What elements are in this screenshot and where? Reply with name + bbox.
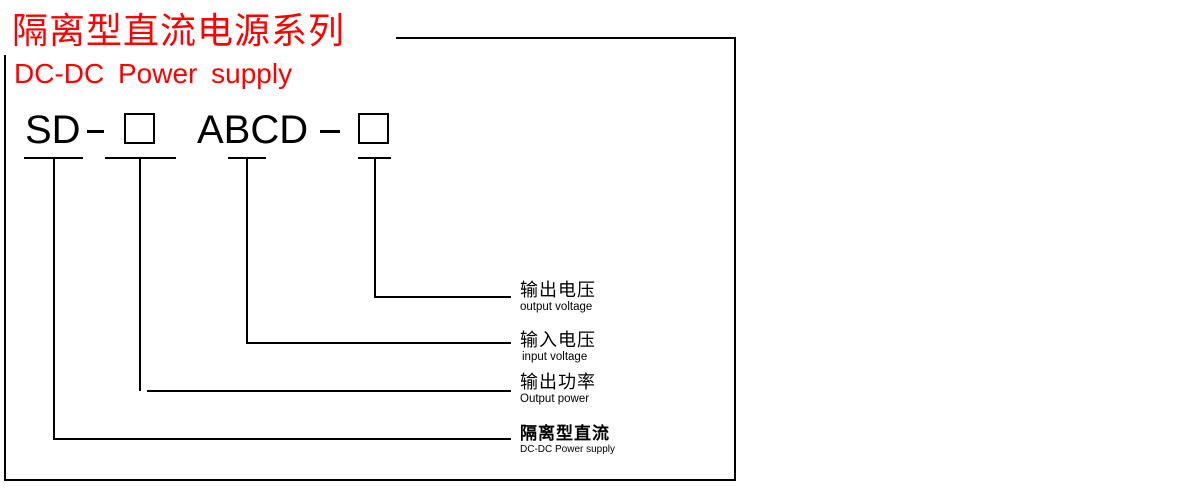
leader-power-h: [147, 390, 511, 392]
power-placeholder-box: [124, 113, 155, 144]
frame-right: [734, 37, 736, 481]
label-cn: 输出电压: [520, 280, 596, 301]
label-en: Output power: [520, 393, 590, 405]
label-cn: 输出功率: [520, 372, 596, 393]
title-english: DC-DC Power supply: [14, 58, 293, 89]
leader-series-h: [53, 438, 511, 440]
leader-output-h: [374, 296, 511, 298]
code-middle: ABCD: [197, 108, 309, 152]
label-output-power: 输出功率 Output power: [520, 372, 596, 406]
label-cn: 隔离型直流: [520, 424, 610, 444]
leader-output-v: [374, 158, 376, 298]
leader-input-v: [246, 158, 248, 344]
frame-left: [4, 55, 6, 481]
label-en: output voltage: [520, 301, 593, 313]
leader-series-v: [53, 158, 55, 440]
leader-power-v: [139, 158, 141, 391]
label-series: 隔离型直流 DC-DC Power supply: [520, 424, 615, 456]
label-en: DC-DC Power supply: [520, 444, 616, 455]
voltage-placeholder-box: [358, 113, 389, 144]
label-input-voltage: 输入电压 input voltage: [520, 330, 596, 364]
frame-bottom: [4, 479, 736, 481]
label-cn: 输入电压: [520, 330, 596, 351]
code-prefix: SD: [25, 108, 81, 152]
frame-top: [396, 37, 736, 39]
code-dash-1: [87, 130, 104, 133]
code-dash-2: [320, 130, 340, 133]
leader-input-h: [246, 342, 511, 344]
title-chinese: 隔离型直流电源系列: [12, 11, 346, 52]
label-en: input voltage: [522, 351, 588, 363]
label-output-voltage: 输出电压 output voltage: [520, 280, 596, 314]
